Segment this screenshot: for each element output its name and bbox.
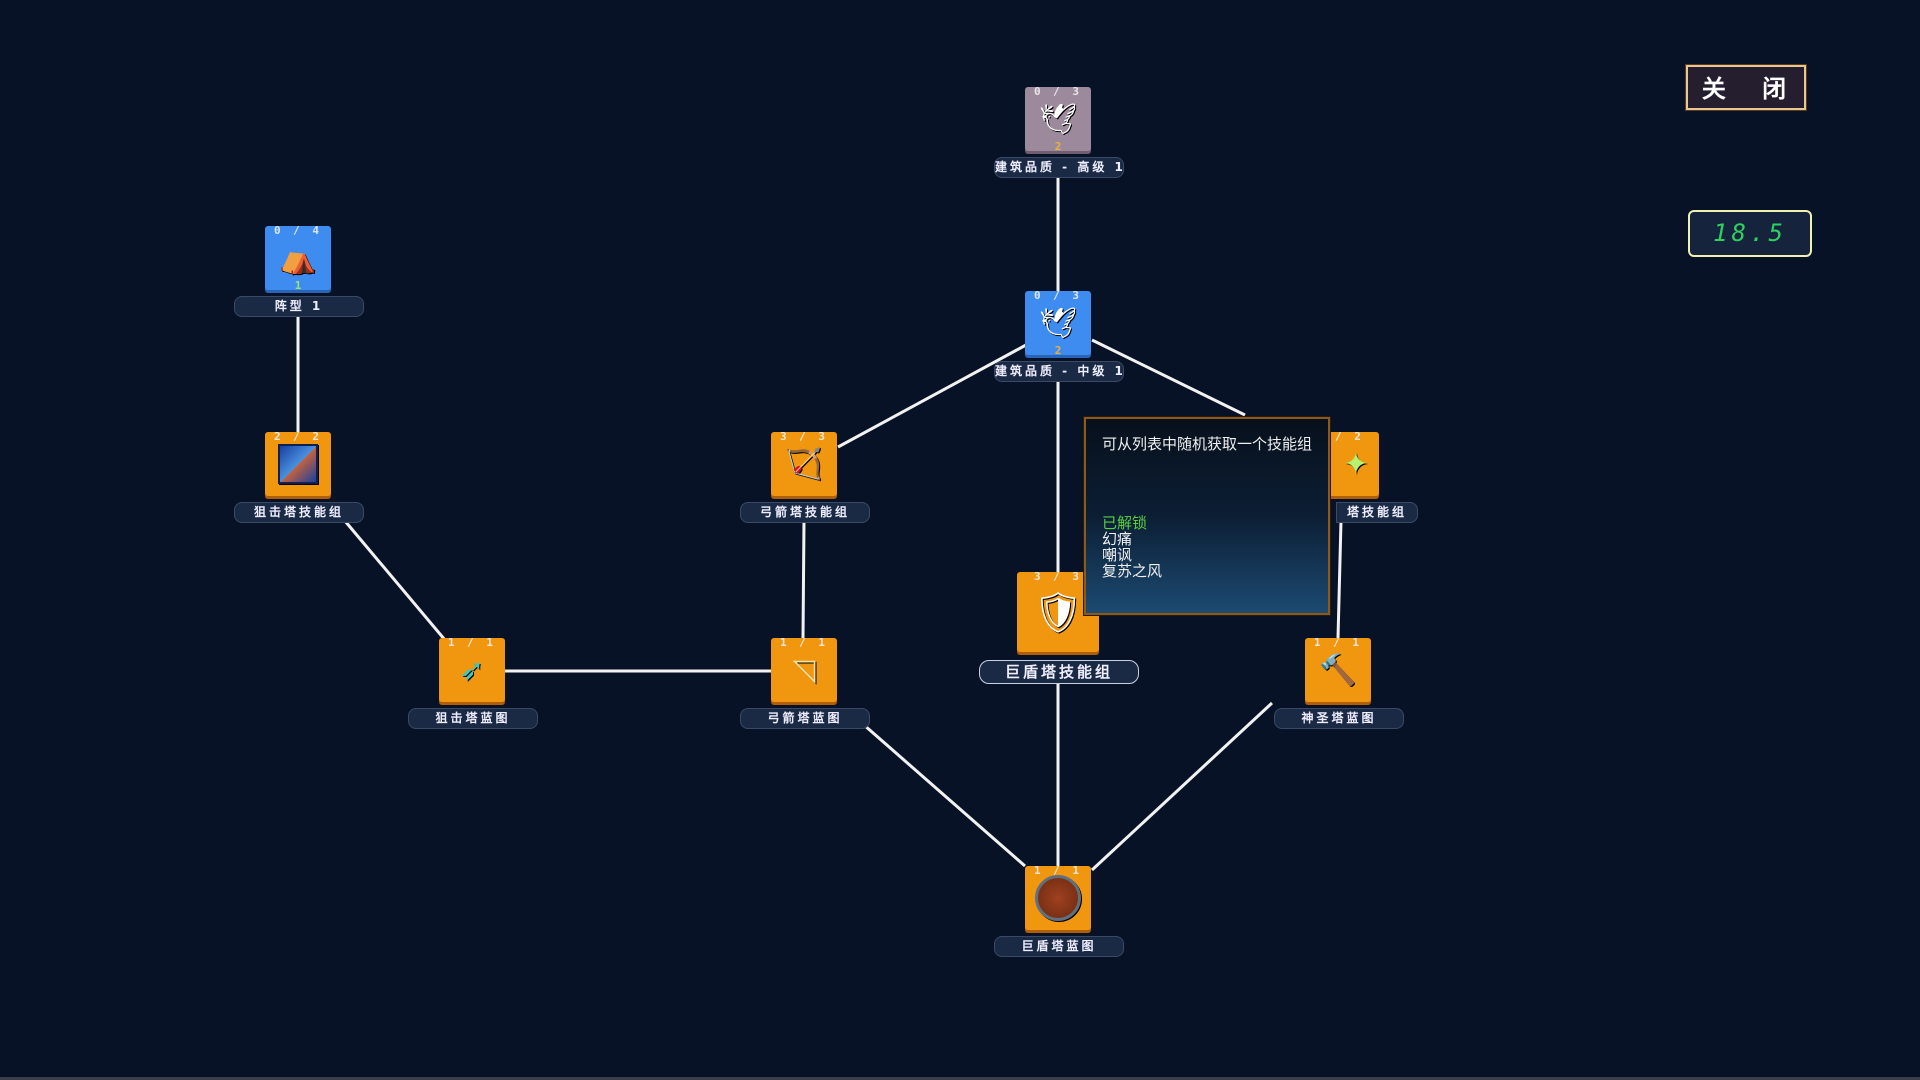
- node-level: 1: [294, 279, 302, 292]
- tooltip-list: 已解锁 幻痛 嘲讽 复苏之风: [1102, 515, 1162, 579]
- tooltip-item: 复苏之风: [1102, 562, 1163, 580]
- tooltip-item: 幻痛: [1102, 530, 1133, 548]
- node-count: 1 / 1: [1033, 864, 1083, 877]
- round-shield-icon: [1035, 875, 1081, 921]
- node-label: 阵型 1: [234, 296, 364, 317]
- node-count: / 2: [1335, 430, 1364, 443]
- node-label: 巨盾塔技能组: [979, 660, 1139, 684]
- node-label: 建筑品质 - 高级 1: [994, 157, 1124, 178]
- node-count: 0 / 3: [1033, 289, 1083, 302]
- node-label: 弓箭塔技能组: [740, 502, 870, 523]
- tooltip-description: 可从列表中随机获取一个技能组: [1102, 435, 1313, 453]
- tooltip-status: 已解锁: [1102, 514, 1148, 532]
- bottom-divider: [0, 1077, 1920, 1080]
- tooltip-item: 嘲讽: [1102, 546, 1133, 564]
- node-label: 神圣塔蓝图: [1274, 708, 1404, 729]
- skill-tooltip: 可从列表中随机获取一个技能组 已解锁 幻痛 嘲讽 复苏之风: [1083, 416, 1331, 616]
- node-level: 2: [1054, 344, 1062, 357]
- node-count: 1 / 1: [779, 636, 829, 649]
- link: [1091, 338, 1246, 417]
- node-label: 狙击塔蓝图: [408, 708, 538, 729]
- node-count: 0 / 3: [1033, 85, 1083, 98]
- crossed-bow-icon: 🏹: [785, 446, 823, 482]
- eagle-icon: 🕊: [1038, 305, 1078, 341]
- link: [863, 723, 1026, 868]
- eagle-icon: 🕊: [1038, 101, 1078, 137]
- hammer-icon: 🔨: [1319, 652, 1357, 688]
- node-count: 2 / 2: [273, 430, 323, 443]
- node-label: 弓箭塔蓝图: [740, 708, 870, 729]
- node-count: 0 / 4: [273, 224, 323, 237]
- link: [343, 520, 447, 641]
- node-label: 巨盾塔蓝图: [994, 936, 1124, 957]
- sniper-skill-icon: [278, 444, 318, 484]
- link: [837, 343, 1027, 449]
- link: [801, 520, 806, 639]
- crossbow-icon: ➶: [459, 652, 485, 688]
- formation-icon: ⛺: [279, 240, 317, 276]
- link: [1336, 520, 1343, 639]
- node-count: 3 / 3: [779, 430, 829, 443]
- close-button[interactable]: 关 闭: [1685, 64, 1807, 111]
- node-level: 2: [1054, 140, 1062, 153]
- node-label: 建筑品质 - 中级 1: [994, 361, 1124, 382]
- value-display: 18.5: [1688, 210, 1812, 257]
- node-count: 1 / 1: [447, 636, 497, 649]
- sparkle-icon: ✦: [1343, 446, 1369, 482]
- node-label: 塔技能组: [1336, 502, 1418, 523]
- node-label: 狙击塔技能组: [234, 502, 364, 523]
- bow-icon: ◹: [792, 652, 816, 688]
- shield-armor-icon: 🛡: [1032, 589, 1084, 636]
- node-count: 1 / 1: [1313, 636, 1363, 649]
- node-count: 3 / 3: [1033, 570, 1083, 583]
- link: [1090, 701, 1274, 872]
